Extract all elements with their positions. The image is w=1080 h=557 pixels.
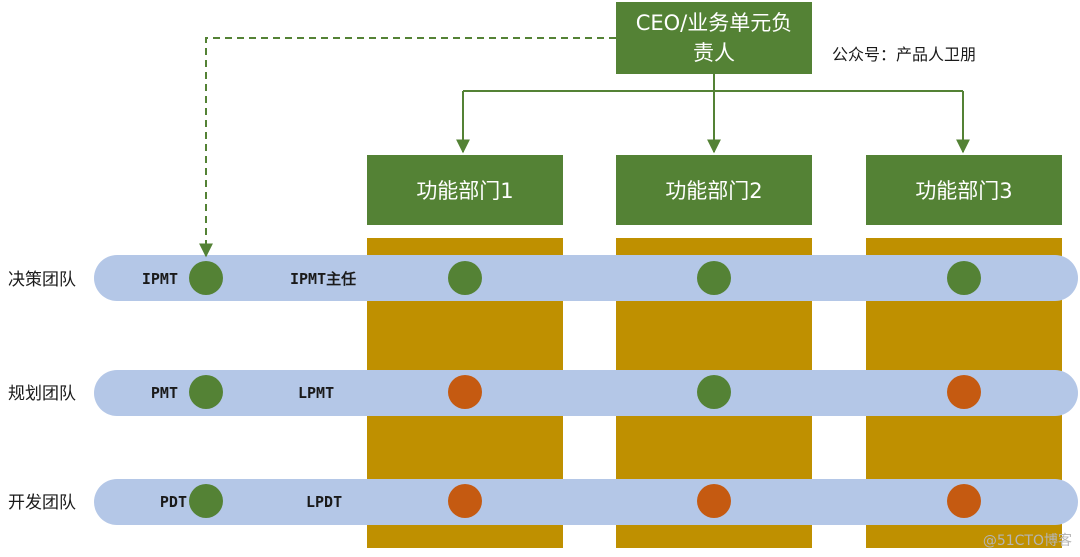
team-name-development: 开发团队 bbox=[8, 493, 76, 513]
role-marker-pmt bbox=[189, 375, 223, 409]
team-name-decision: 决策团队 bbox=[8, 270, 76, 290]
department-header-1-label: 功能部门1 bbox=[416, 179, 513, 203]
marker-decision-dept3 bbox=[947, 261, 981, 295]
marker-development-dept3 bbox=[947, 484, 981, 518]
department-markers bbox=[448, 261, 981, 518]
team-name-planning: 规划团队 bbox=[8, 384, 76, 404]
ceo-box-rect bbox=[616, 2, 812, 74]
team-band-development bbox=[94, 479, 1078, 525]
marker-planning-dept2 bbox=[697, 375, 731, 409]
ceo-box: CEO/业务单元负 责人 bbox=[616, 2, 812, 74]
department-header-1 bbox=[367, 155, 563, 225]
dashed-arrow-to-ipmt bbox=[199, 37, 616, 258]
lead-label-lpdt: LPDT bbox=[306, 493, 342, 511]
role-label-pdt: PDT bbox=[160, 493, 187, 511]
team-bands bbox=[94, 255, 1078, 525]
marker-planning-dept1 bbox=[448, 375, 482, 409]
ceo-box-line2: 责人 bbox=[693, 41, 735, 65]
watermark: @51CTO博客 bbox=[983, 532, 1072, 549]
lead-label-ipmt: IPMT主任 bbox=[290, 270, 356, 288]
role-marker-ipmt bbox=[189, 261, 223, 295]
marker-decision-dept2 bbox=[697, 261, 731, 295]
department-header-2-label: 功能部门2 bbox=[665, 179, 762, 203]
department-header-3 bbox=[866, 155, 1062, 225]
lead-labels: IPMT主任 LPMT LPDT bbox=[290, 270, 356, 511]
department-header-3-label: 功能部门3 bbox=[915, 179, 1012, 203]
marker-decision-dept1 bbox=[448, 261, 482, 295]
lead-label-lpmt: LPMT bbox=[298, 384, 334, 402]
role-label-pmt: PMT bbox=[151, 384, 178, 402]
ceo-box-line1: CEO/业务单元负 bbox=[636, 11, 793, 35]
connectors bbox=[199, 37, 970, 258]
role-labels: IPMT PMT PDT bbox=[142, 270, 187, 511]
role-marker-pdt bbox=[189, 484, 223, 518]
account-label: 公众号：产品人卫朋 bbox=[832, 45, 976, 64]
team-band-decision bbox=[94, 255, 1078, 301]
team-band-planning bbox=[94, 370, 1078, 416]
marker-planning-dept3 bbox=[947, 375, 981, 409]
team-names: 决策团队 规划团队 开发团队 bbox=[8, 270, 76, 513]
marker-development-dept1 bbox=[448, 484, 482, 518]
marker-development-dept2 bbox=[697, 484, 731, 518]
department-headers: 功能部门1 功能部门2 功能部门3 bbox=[367, 155, 1062, 225]
role-markers bbox=[189, 261, 223, 518]
role-label-ipmt: IPMT bbox=[142, 270, 178, 288]
department-header-2 bbox=[616, 155, 812, 225]
